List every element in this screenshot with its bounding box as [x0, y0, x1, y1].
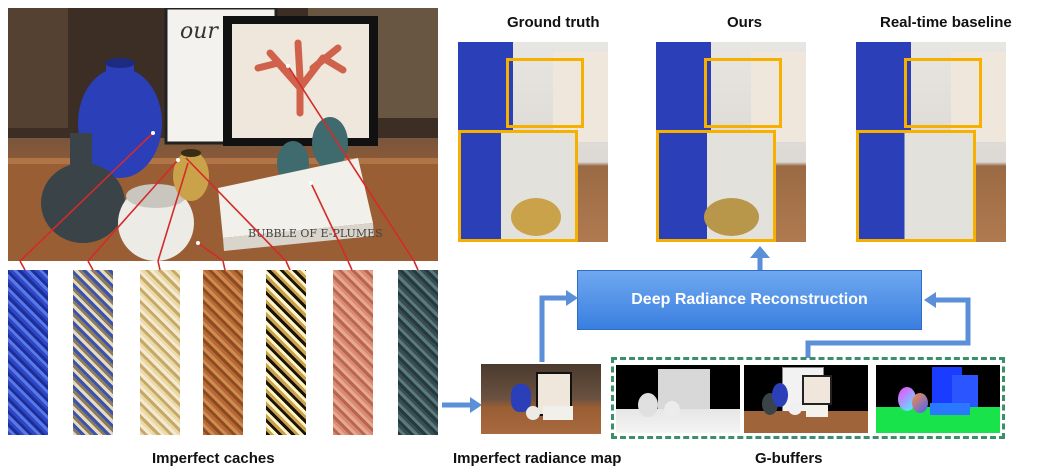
title-ours: Ours	[727, 14, 763, 31]
gbuffer-depth	[616, 365, 740, 433]
gbuffer-normals	[876, 365, 1000, 433]
arrow-gbuffers-to-module	[805, 292, 971, 358]
main-scene-render: our hap BUBBLE OF E-PLUMES	[8, 8, 438, 261]
inset-zoom-ours	[656, 130, 776, 242]
inset-zoom-realtime-baseline	[856, 130, 976, 242]
inset-box-ours	[704, 58, 782, 128]
cache-strip-coral	[333, 270, 373, 435]
caption-gbuffers: G-buffers	[755, 450, 823, 467]
imperfect-radiance-map-thumbnail	[481, 364, 601, 434]
inset-box-realtime-baseline	[904, 58, 982, 128]
arrow-caches-to-radiance	[442, 397, 482, 413]
module-label: Deep Radiance Reconstruction	[631, 291, 868, 308]
cache-strip-gold	[140, 270, 180, 435]
inset-box-ground-truth	[506, 58, 584, 128]
cache-strip-noisy-gold	[266, 270, 306, 435]
cache-strip-wood	[203, 270, 243, 435]
inset-zoom-ground-truth	[458, 130, 578, 242]
scene-to-cache-lines	[19, 260, 419, 271]
book-title: BUBBLE OF E-PLUMES	[248, 227, 383, 240]
cache-strip-marble	[73, 270, 113, 435]
arrow-module-to-ours	[750, 246, 770, 270]
pointer-lines	[19, 65, 415, 261]
caption-imperfect-radiance-map: Imperfect radiance map	[453, 450, 622, 467]
gbuffer-albedo	[744, 365, 868, 433]
gbuffers-group-border	[611, 357, 1005, 439]
panel-ground-truth	[458, 42, 608, 242]
arrow-radiance-to-module	[539, 290, 578, 362]
cache-strip-teal	[398, 270, 438, 435]
cache-strip-blue	[8, 270, 48, 435]
panel-realtime-baseline	[856, 42, 1006, 242]
title-ground-truth: Ground truth	[507, 14, 600, 31]
title-realtime-baseline: Real-time baseline	[880, 14, 1012, 31]
scene-illustration: our hap BUBBLE OF E-PLUMES	[8, 8, 438, 261]
caption-imperfect-caches: Imperfect caches	[152, 450, 275, 467]
deep-radiance-reconstruction-block: Deep Radiance Reconstruction	[577, 270, 922, 330]
panel-ours	[656, 42, 806, 242]
